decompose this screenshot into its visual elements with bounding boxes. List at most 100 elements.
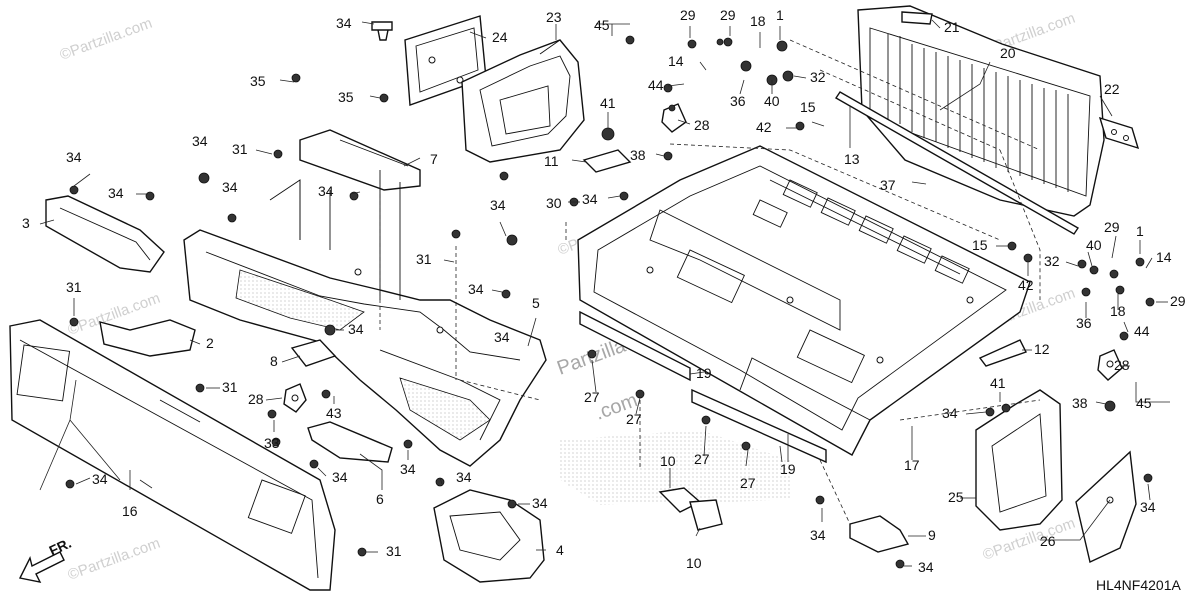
watermark: ©Partzilla.com	[66, 535, 163, 584]
part-28-hook-top	[661, 103, 687, 133]
direction-label: FR.	[47, 535, 74, 559]
callout-40: 40	[764, 93, 780, 109]
callout-34: 34	[222, 179, 238, 195]
part-3-cover	[45, 195, 165, 273]
callout-34: 34	[494, 329, 510, 345]
fasteners	[65, 35, 1155, 569]
callout-34: 34	[400, 461, 416, 477]
callout-27: 27	[694, 451, 710, 467]
callout-28: 28	[694, 117, 710, 133]
callout-34: 34	[92, 471, 108, 487]
clip-34	[371, 21, 393, 41]
part-22-latch	[1098, 116, 1140, 150]
callout-6: 6	[376, 491, 384, 507]
callout-34: 34	[318, 183, 334, 199]
callout-7: 7	[430, 151, 438, 167]
part-28-hook	[283, 383, 307, 413]
part-13-rod	[835, 91, 1079, 235]
callout-41: 41	[990, 375, 1006, 391]
part-16-side-panel	[9, 319, 336, 591]
callout-3: 3	[22, 215, 30, 231]
callout-34: 34	[918, 559, 934, 575]
callout-34: 34	[942, 405, 958, 421]
callout-28: 28	[248, 391, 264, 407]
callout-37: 37	[880, 177, 896, 193]
callout-35: 35	[250, 73, 266, 89]
callout-18: 18	[750, 13, 766, 29]
callout-22: 22	[1104, 81, 1120, 97]
callout-20: 20	[1000, 45, 1016, 61]
callout-12: 12	[1034, 341, 1050, 357]
callout-34: 34	[490, 197, 506, 213]
callout-15: 15	[800, 99, 816, 115]
part-26-bracket	[1075, 450, 1137, 563]
part-23-housing	[461, 39, 585, 163]
callout-23: 23	[546, 9, 562, 25]
part-19-strip	[579, 310, 827, 464]
callout-31: 31	[66, 279, 82, 295]
callout-36: 36	[1076, 315, 1092, 331]
callout-27: 27	[626, 411, 642, 427]
callout-1: 1	[776, 7, 784, 23]
stipple-area	[560, 430, 790, 505]
callout-14: 14	[668, 53, 684, 69]
callout-31: 31	[232, 141, 248, 157]
callout-27: 27	[584, 389, 600, 405]
callout-29: 29	[720, 7, 736, 23]
callout-32: 32	[810, 69, 826, 85]
callout-34: 34	[108, 185, 124, 201]
callout-34: 34	[332, 469, 348, 485]
callout-32: 32	[1044, 253, 1060, 269]
callout-4: 4	[556, 542, 564, 558]
callout-17: 17	[904, 457, 920, 473]
diagram-code: HL4NF4201A	[1096, 577, 1181, 593]
callout-36: 36	[730, 93, 746, 109]
callout-18: 18	[1110, 303, 1126, 319]
callout-1: 1	[1136, 223, 1144, 239]
callout-2: 2	[206, 335, 214, 351]
callout-34: 34	[582, 191, 598, 207]
callout-16: 16	[122, 503, 138, 519]
callout-38: 38	[630, 147, 646, 163]
part-10-clips	[658, 487, 723, 531]
callout-35: 35	[338, 89, 354, 105]
callout-45: 45	[594, 17, 610, 33]
callout-8: 8	[270, 353, 278, 369]
watermark: ©Partzilla.com	[58, 15, 155, 64]
callout-34: 34	[532, 495, 548, 511]
callout-15: 15	[972, 237, 988, 253]
callout-13: 13	[844, 151, 860, 167]
callout-28: 28	[1114, 357, 1130, 373]
callout-31: 31	[416, 251, 432, 267]
part-12	[978, 339, 1027, 367]
callouts: 34 24 23 45 29 29 18 1 21 20 35 35 44 41…	[22, 7, 1186, 575]
callout-42: 42	[1018, 277, 1034, 293]
callout-19: 19	[780, 461, 796, 477]
part-9-bracket	[849, 515, 910, 553]
callout-34: 34	[348, 321, 364, 337]
callout-9: 9	[928, 527, 936, 543]
callout-40: 40	[1086, 237, 1102, 253]
callout-25: 25	[948, 489, 964, 505]
callout-24: 24	[492, 29, 508, 45]
callout-34: 34	[810, 527, 826, 543]
callout-29: 29	[1104, 219, 1120, 235]
callout-31: 31	[222, 379, 238, 395]
callout-34: 34	[336, 15, 352, 31]
callout-10: 10	[660, 453, 676, 469]
callout-29: 29	[680, 7, 696, 23]
part-6-bracket	[307, 421, 393, 463]
part-11	[582, 149, 632, 173]
callout-43: 43	[326, 405, 342, 421]
part-28-hook-right	[1097, 349, 1123, 381]
callout-34: 34	[456, 469, 472, 485]
callout-38: 38	[1072, 395, 1088, 411]
callout-11: 11	[544, 153, 559, 169]
direction-arrow: FR.	[18, 535, 74, 583]
callout-34: 34	[192, 133, 208, 149]
front-arrow-icon	[18, 551, 65, 583]
part-8-pad	[290, 339, 337, 367]
callout-21: 21	[944, 19, 960, 35]
part-20-tailgate	[857, 5, 1105, 217]
